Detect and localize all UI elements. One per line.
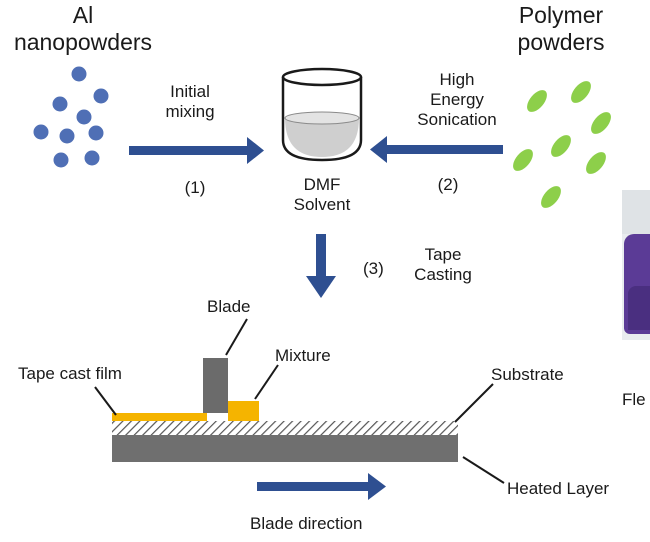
callout-tape-cast-film xyxy=(94,386,117,416)
dmf-line2: Solvent xyxy=(293,195,351,215)
polymer-particle xyxy=(591,112,611,134)
polymer-powders-label: Polymer powders xyxy=(486,2,636,56)
blade-label: Blade xyxy=(207,297,251,316)
high-line1: High xyxy=(439,70,475,89)
dmf-line1: DMF xyxy=(303,175,341,194)
al-particle xyxy=(33,124,49,140)
polymer-particle xyxy=(527,90,547,112)
polymer-label-line2: powders xyxy=(517,29,605,56)
blade-direction-arrow xyxy=(257,473,386,500)
glovebox-photo xyxy=(622,190,650,340)
flexible-label-partial: Fle xyxy=(622,390,646,409)
high-line3: Sonication xyxy=(417,110,497,130)
step-2-label: (2) xyxy=(437,175,459,194)
al-particle xyxy=(52,96,68,112)
callout-blade xyxy=(225,318,248,356)
callout-substrate xyxy=(454,383,494,423)
polymer-particle xyxy=(513,149,533,171)
callout-mixture xyxy=(254,364,279,400)
arrow-tape-casting xyxy=(306,234,336,298)
tape-line1: Tape xyxy=(424,245,462,264)
polymer-particles xyxy=(513,81,611,208)
blade xyxy=(203,358,228,413)
polymer-particle xyxy=(541,186,561,208)
polymer-particle xyxy=(551,135,571,157)
arrow-sonication xyxy=(370,136,503,163)
al-label-line1: Al xyxy=(72,2,94,28)
high-energy-sonication-label: High Energy Sonication xyxy=(402,70,512,130)
al-nanopowders-label: Al nanopowders xyxy=(8,2,158,56)
initial-mixing-label: Initial mixing xyxy=(148,82,232,122)
dmf-solvent-label: DMF Solvent xyxy=(279,175,365,215)
al-particle xyxy=(93,88,109,104)
tape-casting-apparatus xyxy=(112,358,458,462)
step-3-label: (3) xyxy=(363,259,384,278)
initial-line2: mixing xyxy=(165,102,215,122)
al-particle xyxy=(71,66,87,82)
initial-line1: Initial xyxy=(170,82,210,101)
blade-direction-label: Blade direction xyxy=(250,514,363,533)
mixture-reservoir xyxy=(228,401,259,421)
callout-lines xyxy=(94,318,505,484)
step-1-label: (1) xyxy=(184,178,206,197)
al-label-line2: nanopowders xyxy=(13,29,153,56)
al-particle xyxy=(76,109,92,125)
tape-line2: Casting xyxy=(414,265,472,285)
substrate-hatch xyxy=(112,421,458,435)
polymer-particle xyxy=(571,81,591,103)
high-line2: Energy xyxy=(430,90,484,110)
heated-layer-label: Heated Layer xyxy=(507,479,610,498)
photo-background xyxy=(622,190,650,234)
al-particle xyxy=(88,125,104,141)
al-particle xyxy=(84,150,100,166)
polymer-particle xyxy=(586,152,606,174)
tape-cast-film xyxy=(112,413,207,421)
substrate-label: Substrate xyxy=(491,365,564,384)
purple-glove-shadow xyxy=(628,286,650,330)
tape-cast-film-label: Tape cast film xyxy=(18,364,122,383)
beaker xyxy=(281,67,363,162)
mixture-label: Mixture xyxy=(275,346,331,365)
arrow-initial-mixing xyxy=(129,137,264,164)
al-nanoparticles xyxy=(33,66,109,168)
polymer-label-line1: Polymer xyxy=(518,2,604,28)
al-particle xyxy=(59,128,75,144)
al-particle xyxy=(53,152,69,168)
callout-heated-layer xyxy=(462,456,505,484)
tape-casting-label: Tape Casting xyxy=(408,245,478,285)
heated-layer xyxy=(112,435,458,462)
